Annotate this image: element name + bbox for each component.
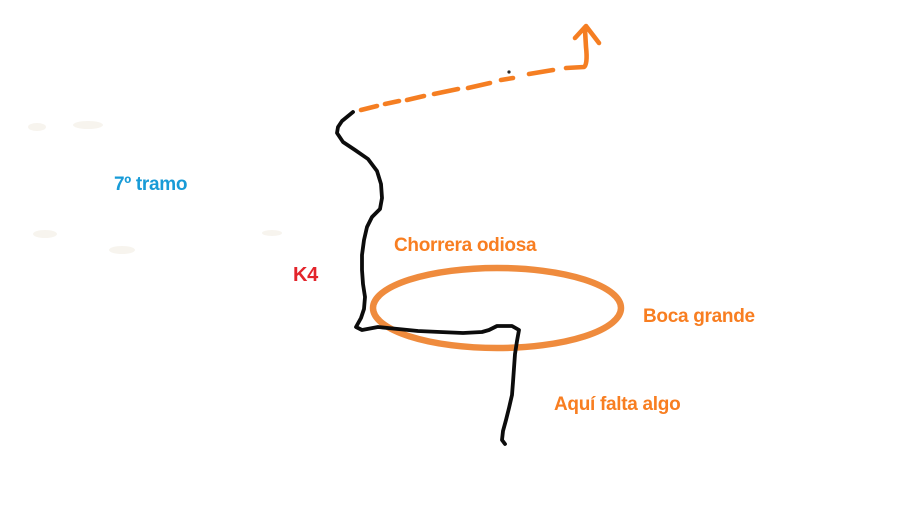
dashed-approach-line xyxy=(358,67,556,113)
smudge xyxy=(28,123,46,131)
highlight-ellipse xyxy=(369,264,625,352)
label-aqui-falta-algo: Aquí falta algo xyxy=(554,394,681,415)
label-7-tramo: 7º tramo xyxy=(114,174,188,195)
label-chorrera-odiosa: Chorrera odiosa xyxy=(394,235,537,256)
smudge xyxy=(109,246,135,254)
continuation-arrow-icon xyxy=(563,23,602,71)
label-k4: K4 xyxy=(293,264,318,286)
route-line xyxy=(335,110,521,446)
faint-smudges xyxy=(28,121,282,254)
smudge xyxy=(262,230,282,236)
label-boca-grande: Boca grande xyxy=(643,306,755,327)
smudge xyxy=(33,230,57,238)
ink-speck xyxy=(507,70,511,74)
smudge xyxy=(73,121,103,129)
